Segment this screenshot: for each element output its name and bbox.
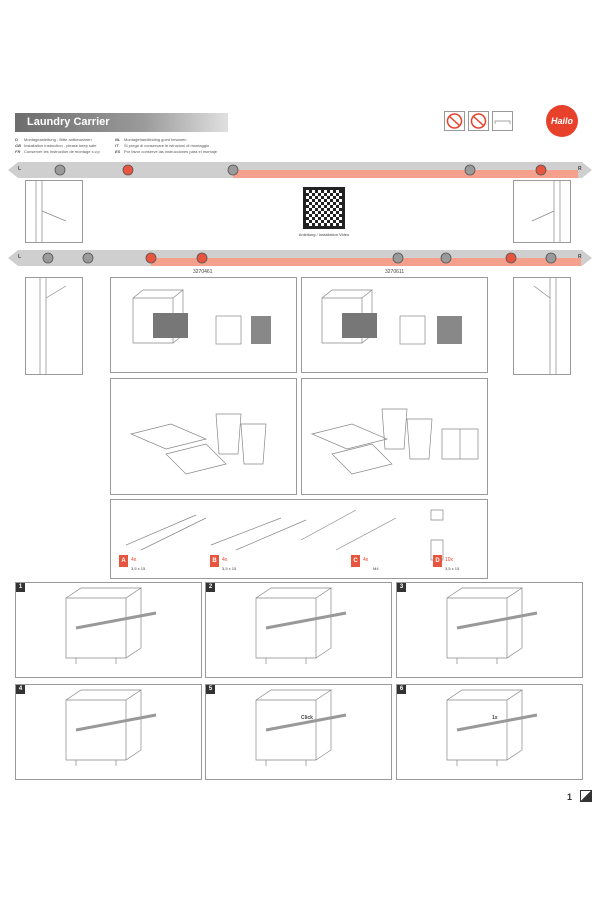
detail-box-left (25, 277, 83, 375)
step-note: Click (301, 715, 313, 721)
product-3270611 (301, 277, 488, 373)
step-panel-5: 5 Click (205, 684, 392, 780)
step-panel-2: 2 (205, 582, 392, 678)
no-children-icon (444, 111, 465, 131)
step-panel-4: 4 (15, 684, 202, 780)
part-qty: 4x (131, 557, 137, 563)
screw-size: 3,5 x 15 (222, 566, 237, 571)
no-load-icon (468, 111, 489, 131)
step-number: 2 (206, 583, 215, 592)
measure-marker (392, 252, 404, 264)
measure-marker (196, 252, 208, 264)
measure-marker (505, 252, 517, 264)
hardware-parts-panel: A 4x 3,5 x 15 B 4x 3,5 x 15 C 4x M4 D 10… (110, 499, 488, 579)
part-c: C (351, 555, 360, 567)
step-illustration (446, 689, 538, 766)
part-a: A (119, 555, 128, 567)
part-b: B (210, 555, 219, 567)
step-panel-3: 3 (396, 582, 583, 678)
detail-box-left-top (25, 180, 83, 243)
measure-marker (535, 164, 547, 176)
page-number: 1 (567, 792, 573, 802)
measure-marker (145, 252, 157, 264)
step-illustration (255, 689, 347, 766)
model-number: 3270611 (385, 269, 405, 275)
bar-right-label: R (578, 166, 582, 172)
model-number: 3270461 (193, 269, 213, 275)
dimension-icon (492, 111, 513, 131)
step-note: 1x (492, 715, 498, 721)
page-corner-icon (580, 790, 592, 802)
step-illustration (255, 587, 347, 664)
screw-size: 3,5 x 15 (445, 566, 460, 571)
product-3270461 (110, 277, 297, 373)
width-bar-bottom (8, 250, 592, 266)
step-number: 5 (206, 685, 215, 694)
qr-code[interactable] (303, 187, 345, 229)
step-illustration (446, 587, 538, 664)
bar-right-label: R (578, 254, 582, 260)
step-number: 6 (397, 685, 406, 694)
part-qty: 4x (363, 557, 369, 563)
screw-size: M4 (373, 566, 379, 571)
measure-marker (440, 252, 452, 264)
step-illustration (65, 587, 157, 664)
step-number: 3 (397, 583, 406, 592)
bar-left-label: L (18, 166, 22, 172)
part-qty: 4x (222, 557, 228, 563)
measure-marker (122, 164, 134, 176)
step-panel-6: 6 1x (396, 684, 583, 780)
screw-size: 3,5 x 15 (131, 566, 146, 571)
step-number: 1 (16, 583, 25, 592)
part-d: D (433, 555, 442, 567)
width-bar-top (8, 162, 592, 178)
measure-marker (42, 252, 54, 264)
part-qty: 10x (445, 557, 454, 563)
qr-caption: Anleitung / Installation Video (298, 232, 350, 237)
contents-3270611 (301, 378, 488, 495)
measure-marker (54, 164, 66, 176)
detail-box-right-top (513, 180, 571, 243)
measure-marker (464, 164, 476, 176)
measure-marker (82, 252, 94, 264)
measure-marker (227, 164, 239, 176)
document-title: Laundry Carrier (15, 113, 228, 132)
bar-left-label: L (18, 254, 22, 260)
detail-box-right (513, 277, 571, 375)
step-number: 4 (16, 685, 25, 694)
hailo-logo: Hailo (546, 105, 578, 137)
step-panel-1: 1 (15, 582, 202, 678)
step-illustration (65, 689, 157, 766)
measure-marker (545, 252, 557, 264)
contents-3270461 (110, 378, 297, 495)
